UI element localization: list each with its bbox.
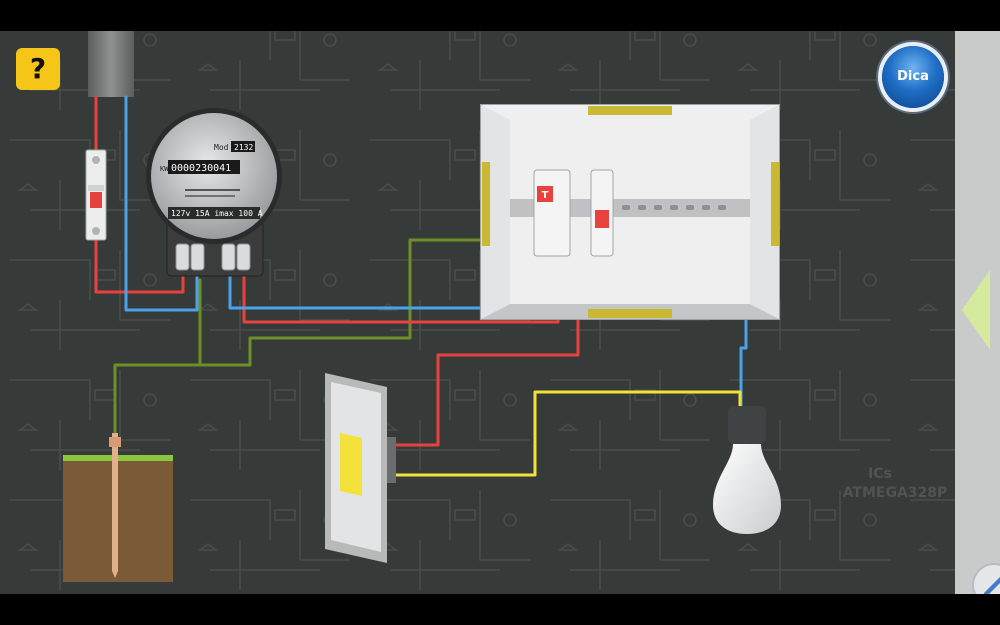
hint-button[interactable]: Dica	[882, 46, 944, 108]
main-breaker[interactable]	[533, 169, 571, 257]
ground-rod[interactable]	[112, 433, 118, 571]
light-bulb[interactable]	[713, 406, 781, 534]
meter-specs: 127v 15A imax 100 A	[171, 209, 263, 218]
return-wire[interactable]	[394, 390, 742, 477]
circuit-scene: ICs ATMEGA328P	[0, 31, 955, 594]
switch-rocker[interactable]	[340, 433, 362, 496]
neutral-terminal-bar	[771, 162, 779, 246]
help-button[interactable]: ?	[16, 48, 60, 90]
meter-kwh-label: KW/h	[160, 165, 177, 173]
ground-terminal-bar	[482, 162, 490, 246]
bg-chip-name: ATMEGA328P	[843, 485, 948, 501]
top-letterbox	[0, 0, 1000, 31]
ground-rod-assembly	[63, 433, 173, 582]
meter-model-value: 2132	[234, 143, 253, 152]
bottom-letterbox	[0, 594, 1000, 625]
circuit-board: ICs ATMEGA328P	[0, 31, 955, 594]
meter-display	[168, 160, 240, 174]
side-panel-toggle-arrow-icon[interactable]	[962, 270, 990, 350]
main-breaker-badge: T	[542, 190, 549, 201]
terminal-bar-bottom	[588, 309, 672, 318]
neutral-wire-main[interactable]	[124, 95, 199, 312]
entrance-breaker[interactable]	[85, 149, 107, 241]
phase-wire-main[interactable]	[94, 95, 185, 294]
energy-meter[interactable]	[146, 108, 282, 277]
distribution-panel[interactable]	[480, 104, 780, 320]
meter-spec-strip	[168, 207, 260, 219]
light-switch[interactable]	[325, 373, 396, 563]
pencil-icon	[983, 577, 1000, 597]
meter-kwh-reading: 0000230041	[171, 163, 231, 174]
service-entrance-pipe	[88, 31, 134, 97]
ground-wire[interactable]	[113, 238, 488, 442]
terminal-bar-top	[588, 106, 672, 115]
meter-model-box	[231, 141, 255, 152]
meter-model-label: Mod	[214, 143, 229, 152]
bg-chip-label: ICs	[868, 466, 892, 482]
